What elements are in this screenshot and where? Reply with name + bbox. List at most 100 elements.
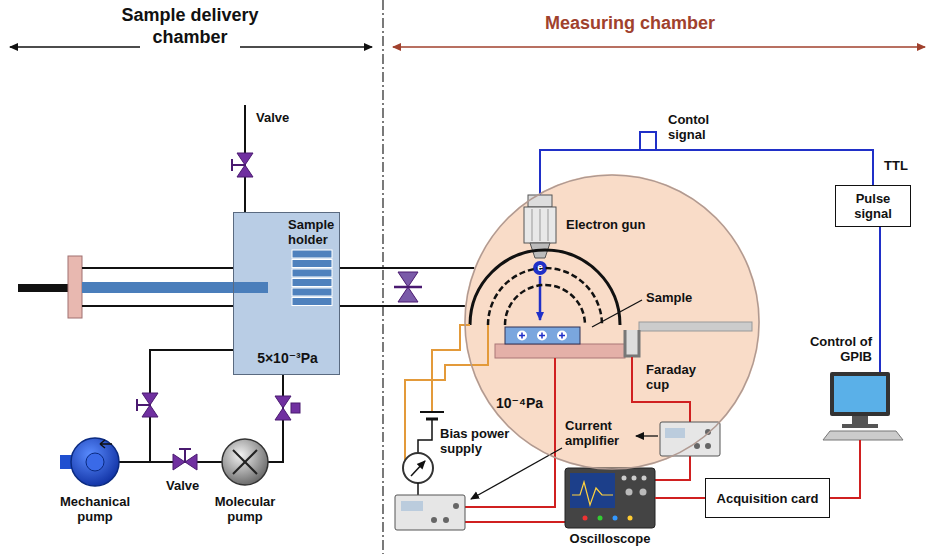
molecular-pump	[222, 439, 268, 485]
current-amplifier	[431, 517, 437, 523]
faraday-cup	[639, 322, 752, 331]
valve-symbols	[179, 448, 191, 450]
oscilloscope	[632, 476, 637, 481]
chamber-box: Sample holder 5×10⁻³Pa	[233, 212, 340, 375]
mechanical-pump	[100, 440, 112, 448]
oscilloscope	[570, 473, 615, 508]
oscilloscope	[640, 489, 647, 496]
chamber-fill	[233, 212, 340, 375]
node-label: Control of GPIB	[800, 334, 872, 364]
transfer-rod	[82, 282, 268, 293]
section-title: Measuring chamber	[530, 12, 730, 34]
control-line	[540, 150, 873, 195]
box-label: Pulse signal	[840, 191, 906, 221]
sample-holder-slots	[292, 298, 332, 306]
molecular-pump	[233, 450, 257, 474]
gate-valve	[398, 287, 418, 302]
valve-symbols	[137, 404, 150, 406]
node-label: 5×10⁻³Pa	[238, 351, 337, 366]
box-label: Acquisition card	[717, 491, 819, 506]
signal-wires	[655, 456, 690, 480]
valve-symbols	[237, 165, 253, 177]
transfer-rod	[82, 305, 233, 307]
valve-symbols	[291, 403, 300, 413]
leader-lines	[636, 435, 658, 436]
bias-supply	[403, 453, 433, 483]
section-arrows	[10, 0, 925, 554]
part-label: Sample	[646, 290, 692, 305]
transfer-rod	[82, 267, 233, 269]
leader-lines	[471, 300, 658, 499]
part-label: Molecular pump	[200, 494, 290, 524]
pulse-symbol	[628, 132, 664, 150]
current-amplifier	[401, 501, 423, 511]
sample-stage	[519, 333, 565, 339]
mechanical-pump	[86, 453, 104, 471]
current-amplifier	[453, 503, 459, 509]
valve-symbols	[184, 449, 186, 462]
transfer-rod	[18, 284, 70, 292]
electron-beam	[533, 261, 547, 275]
current-amplifier	[705, 443, 711, 449]
part-label: Current amplifier	[565, 418, 631, 448]
electron-gun	[540, 209, 541, 241]
sample-holder-slots	[292, 260, 332, 268]
signal-line	[655, 497, 705, 499]
part-label: Faraday cup	[646, 362, 704, 392]
computer	[830, 372, 890, 416]
valve-symbols	[231, 159, 233, 171]
section-title: Sample delivery chamber	[110, 4, 270, 48]
chamber-fill	[233, 174, 760, 470]
sample-holder-slots	[292, 250, 332, 258]
computer	[842, 424, 878, 428]
bias-supply	[411, 461, 425, 476]
chamber-fill	[464, 174, 760, 470]
sample-stage	[495, 327, 625, 358]
valve-symbols	[237, 153, 253, 165]
mechanical-pump	[60, 455, 72, 469]
section-arrows	[240, 46, 372, 48]
computer	[823, 372, 903, 440]
section-arrows	[382, 0, 383, 554]
node-label: Electron gun	[566, 217, 666, 232]
electron-beam	[539, 276, 542, 320]
signal-line	[830, 440, 860, 498]
oscilloscope	[626, 489, 633, 496]
signal-label: TTL	[884, 158, 908, 173]
node-label: Oscilloscope	[560, 531, 660, 546]
leader-lines	[471, 448, 562, 499]
current-amplifier	[660, 422, 720, 456]
gate-valve	[394, 286, 422, 289]
faraday-cup	[625, 330, 639, 356]
oscilloscope	[572, 482, 613, 505]
bias-supply	[420, 411, 444, 413]
electron-gun	[524, 195, 556, 258]
current-amplifier	[395, 422, 720, 530]
bias-supply	[403, 412, 444, 495]
oscilloscope	[565, 468, 655, 528]
part-label: Bias power supply	[440, 426, 516, 456]
transfer-rod	[18, 256, 268, 318]
vacuum-pipe	[340, 268, 474, 306]
hemispherical-grids	[488, 268, 602, 325]
current-amplifier	[443, 517, 449, 523]
electron-beam	[533, 261, 547, 320]
electron-gun	[528, 195, 552, 207]
electron-gun: Electron gun	[522, 195, 558, 262]
valve-symbols	[142, 393, 158, 405]
section-arrows	[393, 46, 925, 48]
electron-gun	[532, 209, 533, 241]
oscilloscope	[598, 516, 603, 521]
transfer-rod	[68, 256, 82, 318]
computer: Control of GPIB	[818, 372, 905, 440]
part-label: Valve	[166, 478, 199, 493]
sample-holder-slots	[292, 279, 332, 287]
node-label: Sample holder	[288, 217, 338, 247]
hemispherical-grids	[505, 285, 585, 325]
computer	[823, 431, 903, 440]
gate-valve	[394, 272, 422, 302]
